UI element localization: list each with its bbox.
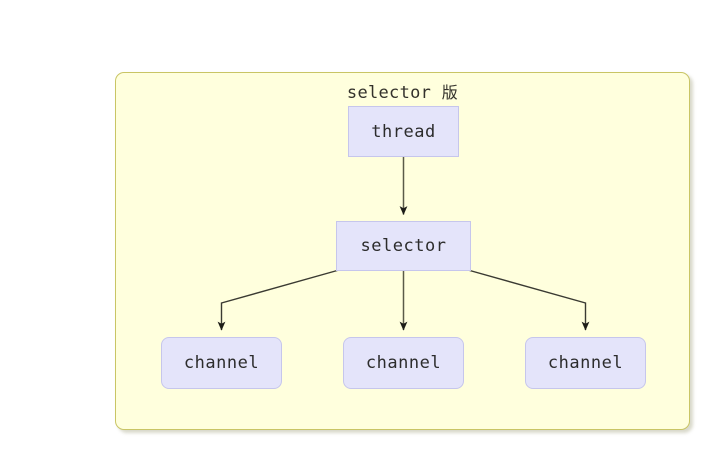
node-selector[interactable]: selector [336,221,471,271]
node-thread[interactable]: thread [348,106,459,157]
group-title-latin: selector [346,83,432,103]
node-thread-label: thread [371,121,436,142]
node-channel-3[interactable]: channel [525,337,646,389]
node-channel-3-label: channel [547,353,624,373]
node-channel-2-label: channel [365,353,442,373]
node-channel-2[interactable]: channel [343,337,464,389]
group-title: selector 版 [116,79,689,103]
node-selector-label: selector [360,236,447,256]
node-channel-1[interactable]: channel [161,337,282,389]
node-channel-1-label: channel [183,353,260,373]
group-title-cjk: 版 [441,83,459,102]
